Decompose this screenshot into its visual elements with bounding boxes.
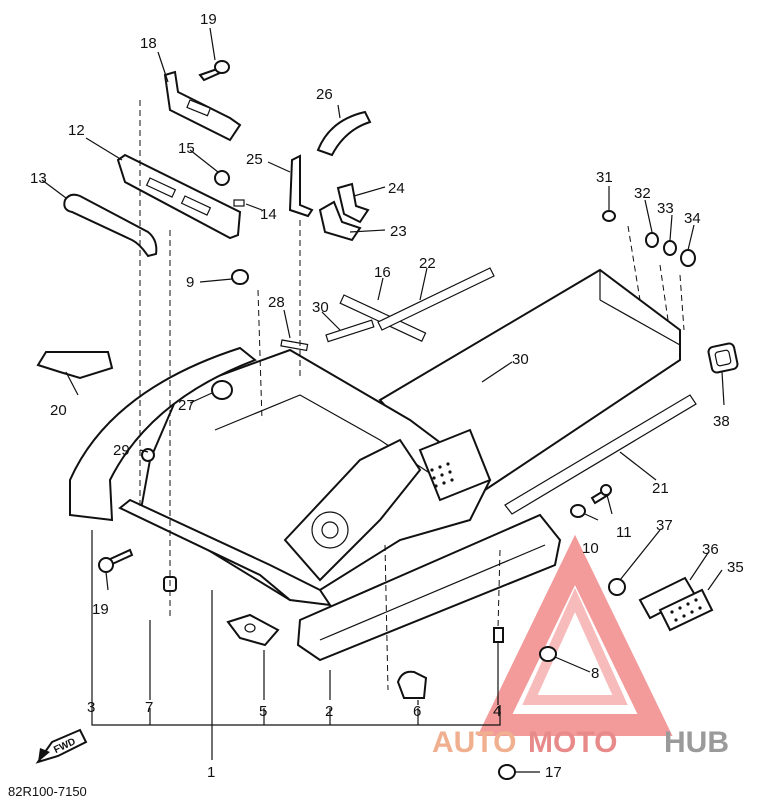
- part-13-grab-rail: [63, 193, 158, 258]
- part-17-cap: [498, 764, 516, 780]
- part-18-bracket: [163, 70, 242, 142]
- drawing-code: 82R100-7150: [8, 784, 87, 799]
- rear-fender-body: [69, 268, 697, 662]
- callout-10: 10: [582, 540, 599, 557]
- part-14-clip: [233, 199, 245, 207]
- callout-29: 29: [113, 442, 130, 459]
- part-23-block: [318, 200, 362, 242]
- callout-numbers: 1 2 3 4 5 6 7 8 9 10 11 12 13 14 15 16 1…: [30, 11, 744, 781]
- watermark-text: AUTO MOTO HUB: [432, 726, 729, 759]
- callout-21: 21: [652, 480, 669, 497]
- callout-28: 28: [268, 294, 285, 311]
- part-35-plate: [658, 588, 714, 632]
- part-27-damper: [211, 380, 233, 400]
- part-25-bar: [288, 154, 314, 218]
- callout-7: 7: [145, 699, 153, 716]
- part-29-grommet: [141, 448, 155, 462]
- callout-9: 9: [186, 274, 194, 291]
- callout-16: 16: [374, 264, 391, 281]
- callout-5: 5: [259, 703, 267, 720]
- callout-13: 13: [30, 170, 47, 187]
- part-20-bracket: [36, 351, 114, 380]
- part-24-block: [336, 182, 370, 224]
- callout-2: 2: [325, 703, 333, 720]
- callout-22: 22: [419, 255, 436, 272]
- callout-14: 14: [260, 206, 277, 223]
- callout-12: 12: [68, 122, 85, 139]
- callout-25: 25: [246, 151, 263, 168]
- callout-4: 4: [493, 703, 501, 720]
- part-4-bolt: [493, 627, 504, 705]
- callout-24: 24: [388, 180, 405, 197]
- part-9-grommet: [231, 269, 249, 285]
- fwd-arrow-icon: FWD: [35, 728, 88, 764]
- part-26-handle: [316, 110, 372, 157]
- part-8-grommet: [539, 646, 557, 662]
- callout-34: 34: [684, 210, 701, 227]
- part-10-collar: [570, 504, 586, 518]
- part-30-pad-a: [325, 319, 375, 343]
- part-31-bolt: [602, 210, 616, 222]
- part-19-bolt-top: [198, 60, 230, 82]
- part-34-nut: [680, 249, 696, 267]
- callout-30: 30: [312, 299, 329, 316]
- callout-35: 35: [727, 559, 744, 576]
- callout-8: 8: [591, 665, 599, 682]
- part-15-nut: [214, 170, 230, 186]
- watermark-auto: AUTO: [432, 726, 516, 759]
- callout-1: 1: [207, 764, 215, 781]
- part-32-washer: [645, 232, 659, 248]
- watermark-triangle: [477, 534, 673, 736]
- callout-30-right: 30: [512, 351, 529, 368]
- callout-17: 17: [545, 764, 562, 781]
- callout-15: 15: [178, 140, 195, 157]
- part-5-bracket: [226, 613, 280, 647]
- part-22-strip: [377, 267, 495, 331]
- leader-lines: [41, 27, 725, 773]
- callout-11: 11: [616, 524, 632, 541]
- callout-31: 31: [596, 169, 613, 186]
- part-6-clamp: [396, 670, 428, 699]
- part-37-nut: [608, 578, 626, 596]
- callout-19: 19: [200, 11, 217, 28]
- callout-27: 27: [178, 397, 195, 414]
- part-11-bolt: [590, 484, 612, 505]
- callout-36: 36: [702, 541, 719, 558]
- callout-23: 23: [390, 223, 407, 240]
- callout-6: 6: [413, 703, 421, 720]
- part-33-washer: [663, 240, 677, 256]
- part-12-plate: [116, 153, 242, 240]
- callout-19-lower: 19: [92, 601, 109, 618]
- callout-20: 20: [50, 402, 67, 419]
- callout-38: 38: [713, 413, 730, 430]
- watermark-hub: HUB: [664, 726, 729, 759]
- watermark-moto: MOTO: [528, 726, 617, 759]
- part-38-reflector: [707, 342, 739, 374]
- callout-3: 3: [87, 699, 95, 716]
- part-19-bolt-lower: [98, 548, 134, 573]
- callout-37: 37: [656, 517, 673, 534]
- callout-26: 26: [316, 86, 333, 103]
- part-16-pad: [339, 294, 427, 342]
- callout-32: 32: [634, 185, 651, 202]
- part-28-strip: [280, 339, 309, 352]
- callout-18: 18: [140, 35, 157, 52]
- callout-33: 33: [657, 200, 674, 217]
